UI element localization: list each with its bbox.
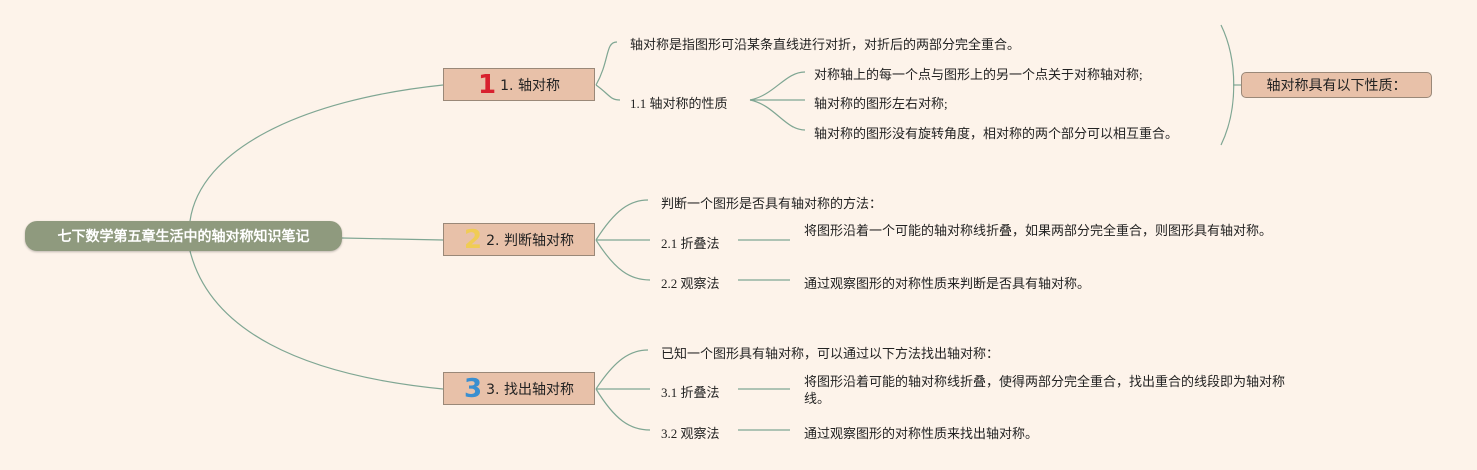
link-b2-intro [595,199,649,241]
branch-2-label: 2. 判断轴对称 [486,232,574,249]
branch-2-node[interactable]: 2 2. 判断轴对称 [443,223,595,256]
link-b1-definition [595,41,618,86]
link-b2-method-2 [595,239,651,281]
b3-method-1-desc[interactable]: 将图形沿着可能的轴对称线折叠，使得两部分完全重合，找出重合的线段即为轴对称线。 [804,374,1286,406]
b2-method-2-desc[interactable]: 通过观察图形的对称性质来判断是否具有轴对称。 [804,276,1091,291]
b1-property-1[interactable]: 对称轴上的每一个点与图形上的另一个点关于对称轴对称; [814,67,1143,82]
branch-1-node[interactable]: 1 1. 轴对称 [443,68,595,101]
root-topic-label: 七下数学第五章生活中的轴对称知识笔记 [57,229,310,245]
summary-brace [1220,24,1235,146]
b1-definition[interactable]: 轴对称是指图形可沿某条直线进行对折，对折后的两部分完全重合。 [630,37,1021,52]
b3-method-2-name[interactable]: 3.2 观察法 [661,426,720,441]
b2-intro[interactable]: 判断一个图形是否具有轴对称的方法： [661,196,883,211]
link-root-branch-2 [341,237,444,241]
b1-summary-node[interactable]: 轴对称具有以下性质： [1241,72,1432,98]
b3-intro[interactable]: 已知一个图形具有轴对称，可以通过以下方法找出轴对称： [661,346,1000,361]
b2-method-1-name[interactable]: 2.1 折叠法 [661,236,720,251]
number-one-icon: 1 [478,69,497,100]
b2-method-1-desc[interactable]: 将图形沿着一个可能的轴对称线折叠，如果两部分完全重合，则图形具有轴对称。 [804,223,1273,238]
number-two-icon: 2 [464,224,483,255]
link-root-branch-1 [189,84,444,222]
b3-method-2-desc[interactable]: 通过观察图形的对称性质来找出轴对称。 [804,426,1039,441]
b3-method-1-name[interactable]: 3.1 折叠法 [661,385,720,400]
b1-summary-label: 轴对称具有以下性质： [1266,78,1407,94]
link-b3-intro [595,349,649,390]
b1-property-2[interactable]: 轴对称的图形左右对称; [814,96,948,111]
b1-sub-topic[interactable]: 1.1 轴对称的性质 [630,96,728,111]
branch-1-label: 1. 轴对称 [500,77,560,94]
link-b1-prop-3 [749,99,806,131]
b2-method-2-name[interactable]: 2.2 观察法 [661,276,720,291]
branch-3-node[interactable]: 3 3. 找出轴对称 [443,372,595,405]
number-three-icon: 3 [464,373,483,404]
link-b3-method-2 [595,388,651,431]
root-topic[interactable]: 七下数学第五章生活中的轴对称知识笔记 [25,221,342,251]
link-b1-sub [595,84,621,101]
b1-property-3[interactable]: 轴对称的图形没有旋转角度，相对称的两个部分可以相互重合。 [814,126,1179,141]
link-root-branch-3 [189,250,444,390]
branch-3-label: 3. 找出轴对称 [486,381,574,398]
link-b1-prop-1 [749,71,806,101]
